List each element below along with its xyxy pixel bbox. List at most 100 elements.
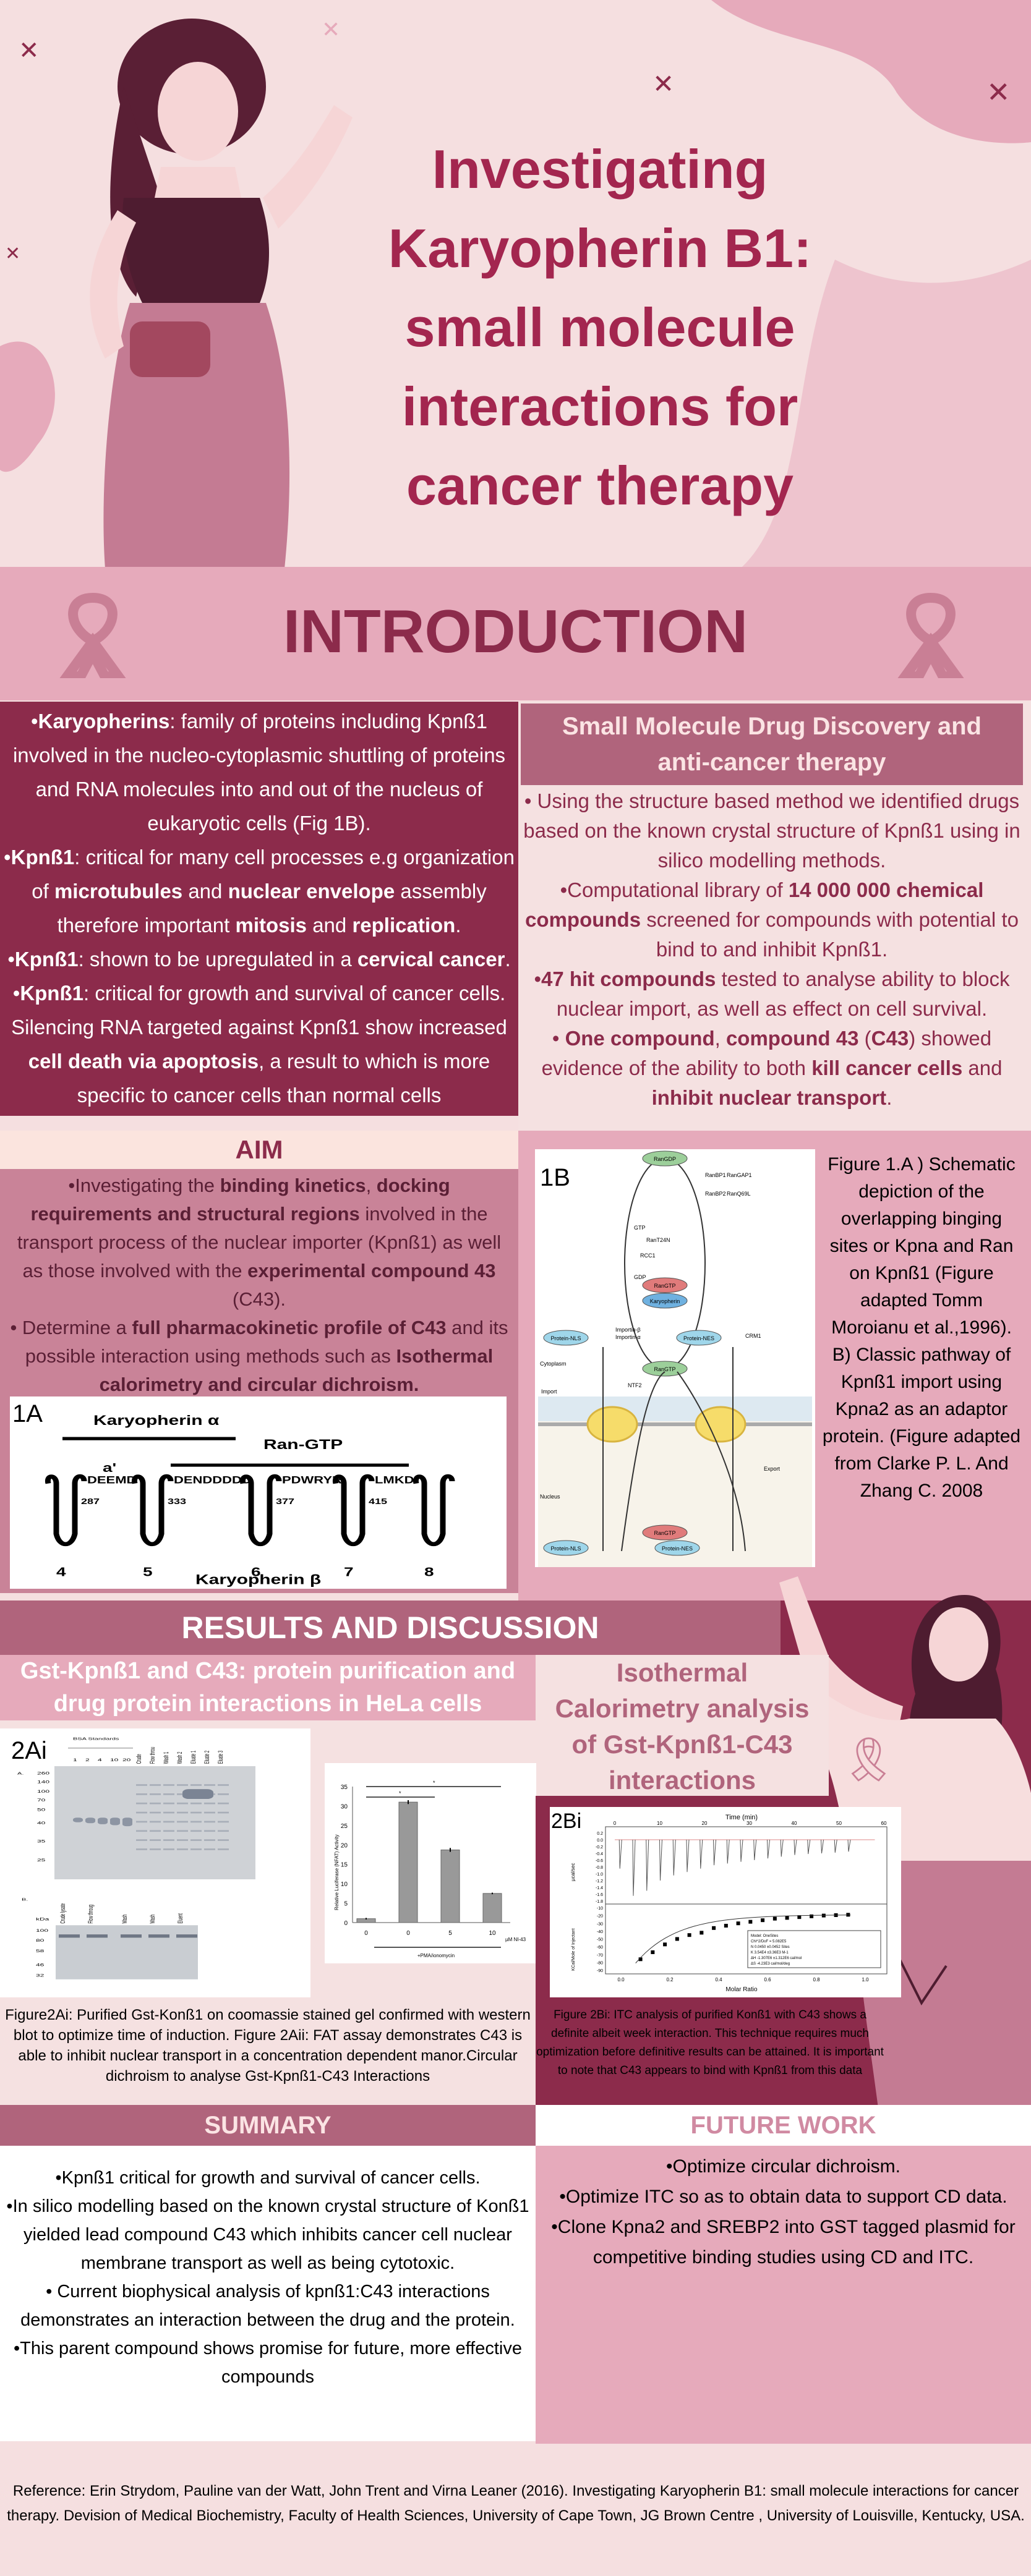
protein-nls-shape xyxy=(543,1330,589,1346)
lane-label: 20 xyxy=(122,1758,130,1762)
lane-label: Wash xyxy=(121,1915,128,1924)
data-point xyxy=(712,1926,716,1930)
helix-repeat xyxy=(239,1474,282,1546)
cross-decoration-icon: ✕ xyxy=(322,17,340,42)
cross-decoration-icon: ✕ xyxy=(986,76,1011,108)
gel-band xyxy=(218,1839,229,1841)
y-axis-label: Relative Luciferase (NFAT) Activity xyxy=(334,1834,340,1910)
x-tick-label: 0.6 xyxy=(764,1977,771,1983)
lane-label: Eluent xyxy=(176,1913,184,1924)
bar xyxy=(440,1849,460,1923)
data-point xyxy=(687,1933,691,1937)
ran-gtp: RanGTP xyxy=(654,1283,675,1289)
gel-band xyxy=(122,1817,132,1827)
injection-peak xyxy=(632,1839,636,1896)
gel-band xyxy=(204,1848,215,1850)
gel-band xyxy=(190,1830,202,1832)
gel-band xyxy=(204,1784,215,1786)
text: involved in the transport process of the… xyxy=(17,1203,502,1282)
gel-band xyxy=(163,1848,174,1850)
ran-gdp: RanGDP xyxy=(654,1156,676,1162)
gel-band xyxy=(136,1784,147,1786)
bold-text: microtubules xyxy=(54,880,183,903)
figure-1-caption: Figure 1.A ) Schematic depiction of the … xyxy=(822,1154,1021,1501)
top-y-axis-label: µcal/sec xyxy=(570,1863,576,1881)
cross-decoration-icon: ✕ xyxy=(19,37,40,64)
bold-text: inhibit nuclear transport xyxy=(651,1086,887,1109)
bold-text: Kpnß1 xyxy=(14,948,79,971)
title-line: small molecule xyxy=(404,297,795,358)
gel-band xyxy=(182,1789,213,1800)
blot-band xyxy=(121,1934,142,1938)
pathway-arrows xyxy=(602,1347,746,1552)
y-tick-label: -40 xyxy=(597,1930,603,1934)
gel-band xyxy=(218,1811,229,1814)
y-tick-label: 30 xyxy=(341,1803,348,1810)
lane-label: 2 xyxy=(85,1758,90,1762)
bold-text: Kpnß1 xyxy=(20,982,83,1005)
injection-peak xyxy=(794,1839,797,1855)
ran-gtp: RanGTP xyxy=(654,1530,675,1536)
summary-item: •Kpnß1 critical for growth and survival … xyxy=(55,2168,481,2188)
significance-mark: * xyxy=(399,1790,401,1796)
text: • xyxy=(534,967,542,990)
top-x-tick-label: 40 xyxy=(792,1821,797,1826)
gel-band xyxy=(218,1784,229,1786)
y-tick-label: -30 xyxy=(597,1922,603,1926)
paragraph: •Kpnß1: critical for growth and survival… xyxy=(4,976,515,1112)
top-x-tick-label: 0 xyxy=(614,1821,617,1826)
cross-decoration-icon: ✕ xyxy=(5,244,20,264)
x-tick-label: 0.4 xyxy=(715,1977,722,1983)
bold-text: full pharmacokinetic profile of C43 xyxy=(132,1317,447,1338)
y-tick-label: -60 xyxy=(597,1945,603,1950)
aim-text: •Investigating the binding kinetics, doc… xyxy=(0,1171,518,1399)
residue-number: 415 xyxy=(369,1497,387,1506)
text: : family of proteins including Kpnß1 inv… xyxy=(12,710,506,835)
injection-peak xyxy=(659,1839,662,1881)
gel-band xyxy=(190,1802,202,1804)
text: , a result to which is more specific to … xyxy=(77,1050,490,1107)
x-axis-label: Molar Ratio xyxy=(725,1986,758,1993)
pathway-label: RCC1 xyxy=(640,1252,656,1259)
lane-label: Crude lysate xyxy=(59,1903,66,1924)
woman-illustration xyxy=(90,19,353,567)
top-y-tick-label: -1.8 xyxy=(596,1900,603,1904)
gel-band xyxy=(163,1802,174,1804)
marker-label: 58 xyxy=(36,1949,44,1953)
lane-label: 10 xyxy=(110,1758,118,1762)
bold-text: cell death via apoptosis xyxy=(28,1050,259,1073)
gel-band xyxy=(136,1821,147,1823)
text: •Computational library of xyxy=(560,878,789,901)
itc-subheading: Isothermal Calorimetry analysis of Gst-K… xyxy=(536,1655,829,1796)
top-y-tick-label: -0.4 xyxy=(596,1852,603,1856)
top-y-tick-label: -0.6 xyxy=(596,1859,603,1863)
y-tick-label: 25 xyxy=(341,1823,348,1830)
lane-label: Wash 2 xyxy=(176,1752,183,1764)
future-work-item: •Optimize ITC so as to obtain data to su… xyxy=(559,2187,1007,2207)
summary-heading: SUMMARY xyxy=(0,2105,536,2146)
ran-gdp-shape xyxy=(642,1150,688,1167)
gel-band xyxy=(177,1784,188,1786)
text: • xyxy=(31,710,38,733)
gel-a xyxy=(54,1766,255,1880)
x-tick-label: 0 xyxy=(364,1930,368,1937)
significance-mark: * xyxy=(433,1780,435,1786)
bar xyxy=(398,1801,418,1923)
top-y-tick-label: -0.8 xyxy=(596,1866,603,1870)
text: • Determine a xyxy=(10,1317,132,1338)
pathway-label: Nucleus xyxy=(540,1494,560,1500)
lane-label: Eluate 2 xyxy=(203,1751,210,1764)
summary-item: •In silico modelling based on the known … xyxy=(6,2196,529,2273)
text: : critical for many cell processes e.g o… xyxy=(32,846,515,903)
summary-item: • Current biophysical analysis of kpnß1:… xyxy=(20,2282,515,2330)
fit-curve xyxy=(635,1915,851,1963)
blot-band xyxy=(87,1934,108,1938)
text: and xyxy=(182,880,228,903)
repeat-number: 5 xyxy=(143,1565,153,1579)
karyopherin: Karyopherin xyxy=(650,1298,680,1304)
blot-band xyxy=(176,1934,197,1938)
fit-box xyxy=(747,1930,881,1968)
reference-text: Reference: Erin Strydom, Pauline van der… xyxy=(7,2483,1025,2524)
gel-band xyxy=(204,1830,215,1832)
